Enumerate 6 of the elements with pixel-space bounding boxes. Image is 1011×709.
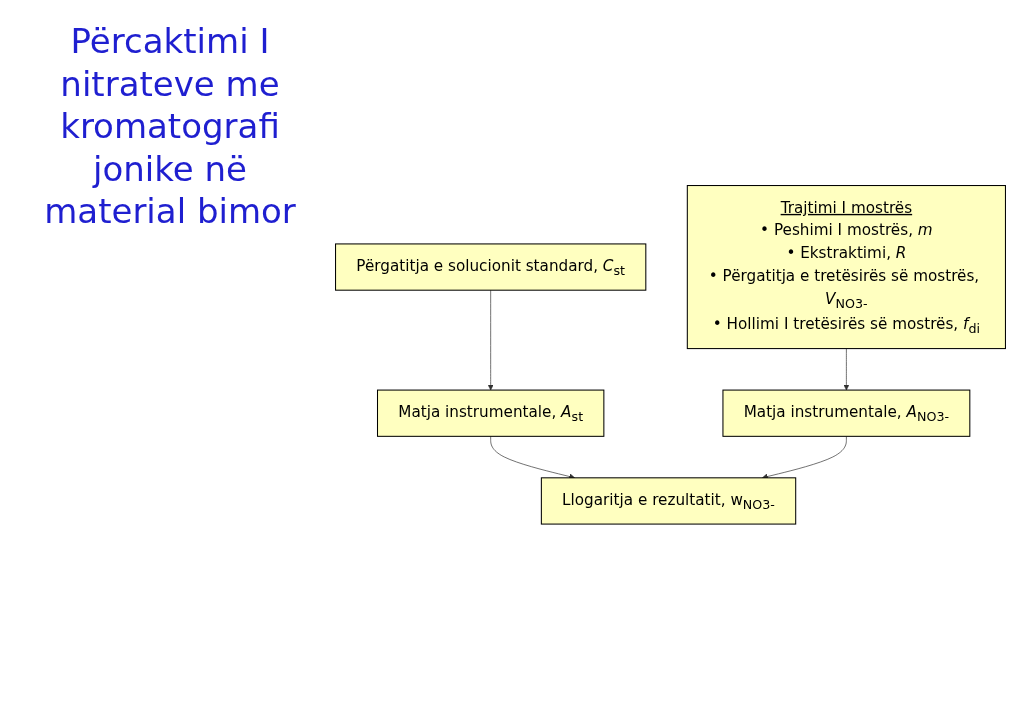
node-box: Trajtimi I mostrës • Peshimi I mostrës, m • Ekstraktimi, R • Përgatitja e tretësirës së mostrës, V$_{NO3-}$ • Hollimi I tretësirës së mostrës, f$_{di}$: [686, 184, 1006, 349]
node-box: Matja instrumentale, A$_{st}$: [377, 389, 605, 437]
node-box: Matja instrumentale, A$_{NO3-}$: [722, 389, 971, 437]
node-box: Përgatitja e solucionit standard, C$_{st}$: [335, 243, 647, 291]
title: Përcaktimi I nitrateve me kromatografi jonike në material bimor: [43, 20, 297, 233]
node-box: Llogaritja e rezultatit, w$_{NO3-}$: [540, 477, 797, 525]
